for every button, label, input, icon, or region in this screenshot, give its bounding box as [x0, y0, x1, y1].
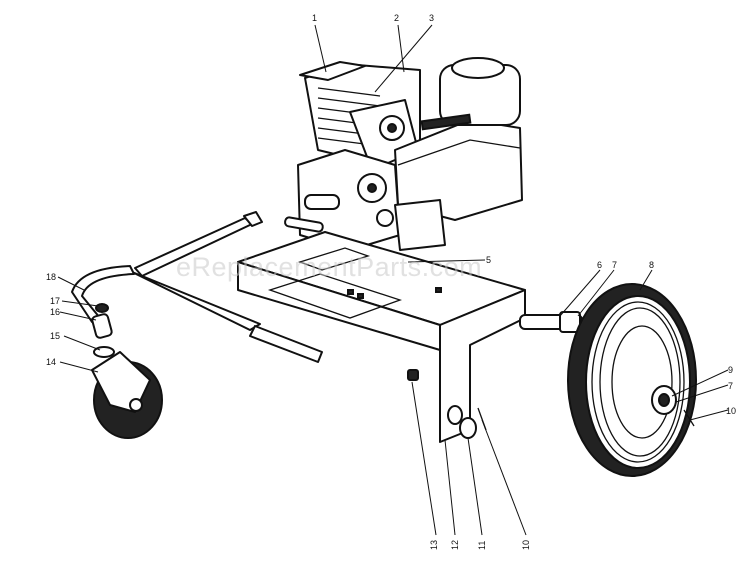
callout-15: 15	[50, 331, 60, 341]
engine	[284, 57, 523, 251]
callout-5: 5	[486, 255, 491, 265]
caster-arm	[71, 265, 135, 323]
caster-fork	[91, 351, 151, 413]
output-shaft	[304, 194, 340, 210]
main-wheel	[459, 283, 697, 477]
spacer-washer	[459, 417, 477, 439]
fuel-line	[420, 113, 472, 131]
callout-2: 2	[394, 13, 399, 23]
callout-14: 14	[46, 357, 56, 367]
callout-1: 1	[312, 13, 317, 23]
caster-wheel-assembly	[91, 303, 163, 439]
callout-10-bottom: 10	[521, 540, 531, 550]
callout-11: 11	[477, 541, 487, 550]
callout-13: 13	[429, 540, 439, 550]
handle-bar-lower	[131, 271, 261, 331]
leader-lines	[57, 24, 729, 536]
callout-9: 9	[728, 365, 733, 375]
callout-16: 16	[50, 307, 60, 317]
frame	[237, 231, 583, 443]
watermark: eReplacementParts.com	[176, 252, 482, 282]
nut	[407, 369, 419, 381]
callout-3: 3	[429, 13, 434, 23]
lower-shaft	[249, 325, 323, 363]
callout-18: 18	[46, 272, 56, 282]
callout-12: 12	[450, 540, 460, 550]
callout-17: 17	[50, 296, 60, 306]
callout-10-right: 10	[726, 406, 736, 416]
callout-7-lower: 7	[728, 381, 733, 391]
air-cleaner-cap	[451, 57, 505, 79]
callout-7: 7	[612, 260, 617, 270]
callout-6: 6	[597, 260, 602, 270]
callout-8: 8	[649, 260, 654, 270]
callouts: 1 2 3 5 6 7 8 9 7 10 18 17 16 15 14 13 1…	[46, 13, 736, 550]
base-plate-side	[439, 289, 526, 443]
handle-assembly	[71, 211, 263, 331]
cotter-pin	[683, 409, 695, 427]
engine-top-plate	[299, 61, 366, 81]
